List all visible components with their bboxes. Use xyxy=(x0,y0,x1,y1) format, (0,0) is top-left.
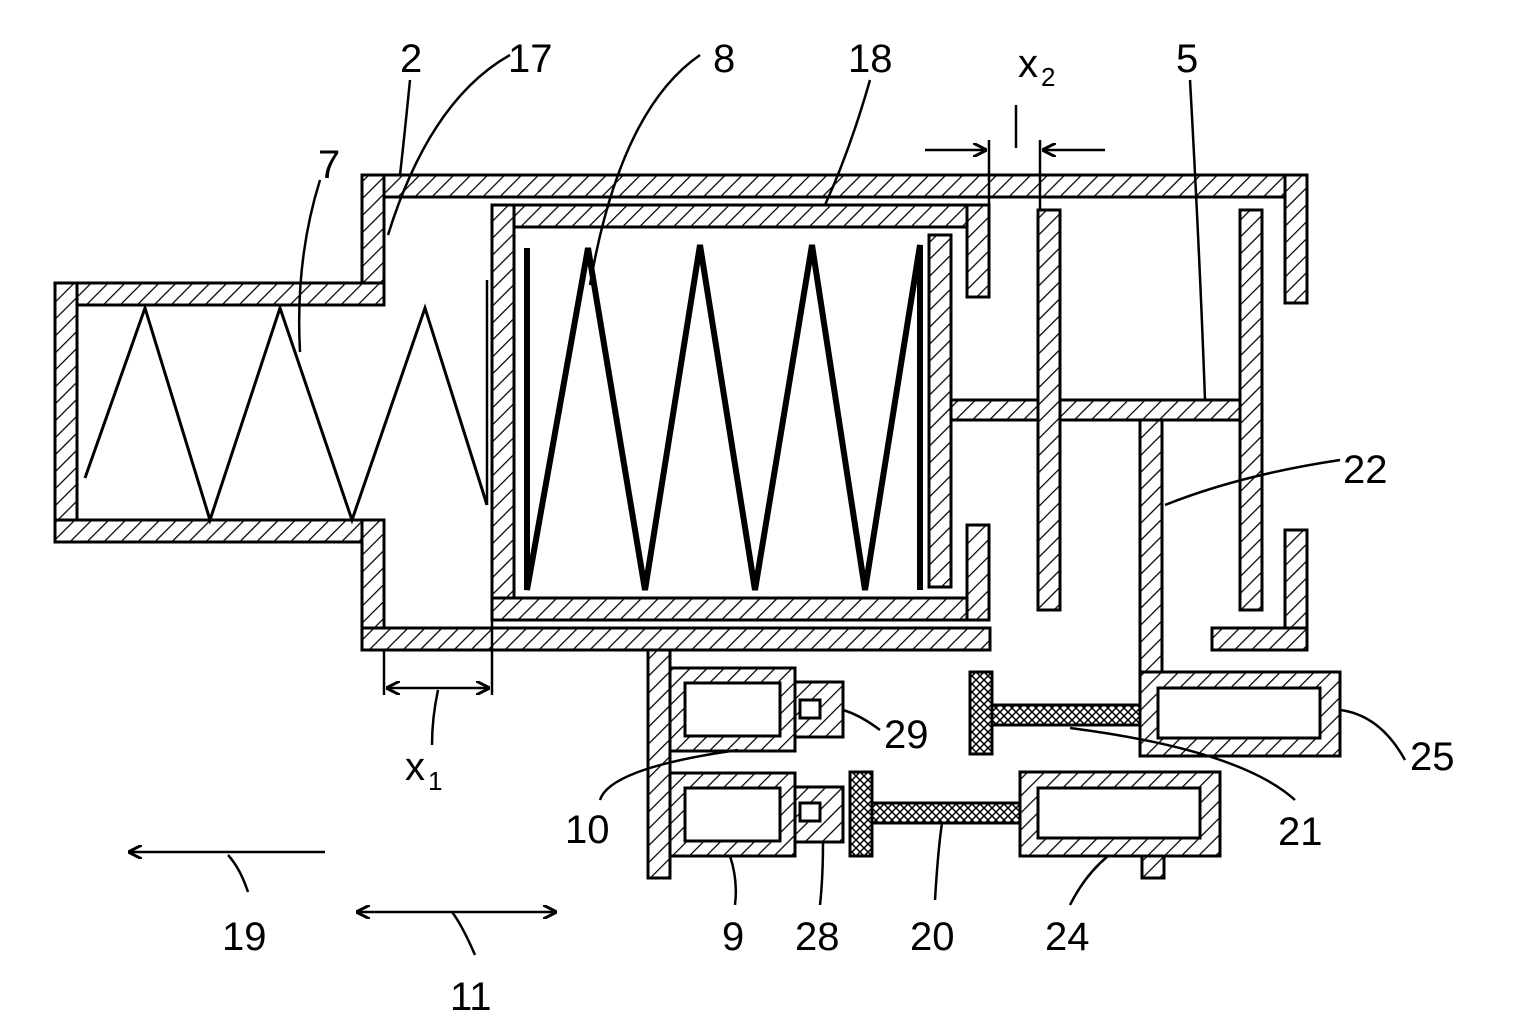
label-7: 7 xyxy=(318,143,340,187)
label-x2-subscript: 2 xyxy=(1041,62,1055,92)
label-22: 22 xyxy=(1343,448,1388,492)
spring-8 xyxy=(527,245,920,590)
label-19: 19 xyxy=(222,915,267,959)
label-5: 5 xyxy=(1176,37,1198,81)
label-28: 28 xyxy=(795,915,840,959)
label-11: 11 xyxy=(450,975,492,1019)
label-18: 18 xyxy=(848,37,893,81)
label-x1: x xyxy=(405,745,425,789)
label-8: 8 xyxy=(713,37,735,81)
piston-rod xyxy=(951,210,1262,675)
actuator-assembly xyxy=(648,650,1340,878)
label-29: 29 xyxy=(884,713,929,757)
label-21: 21 xyxy=(1278,810,1323,854)
spring-7 xyxy=(85,308,487,520)
label-17: 17 xyxy=(508,37,553,81)
label-9: 9 xyxy=(722,915,744,959)
label-20: 20 xyxy=(910,915,955,959)
label-x2: x xyxy=(1018,42,1038,86)
label-x1-subscript: 1 xyxy=(428,766,442,796)
label-24: 24 xyxy=(1045,915,1090,959)
label-2: 2 xyxy=(400,37,422,81)
label-25: 25 xyxy=(1410,735,1455,779)
label-10: 10 xyxy=(565,808,610,852)
